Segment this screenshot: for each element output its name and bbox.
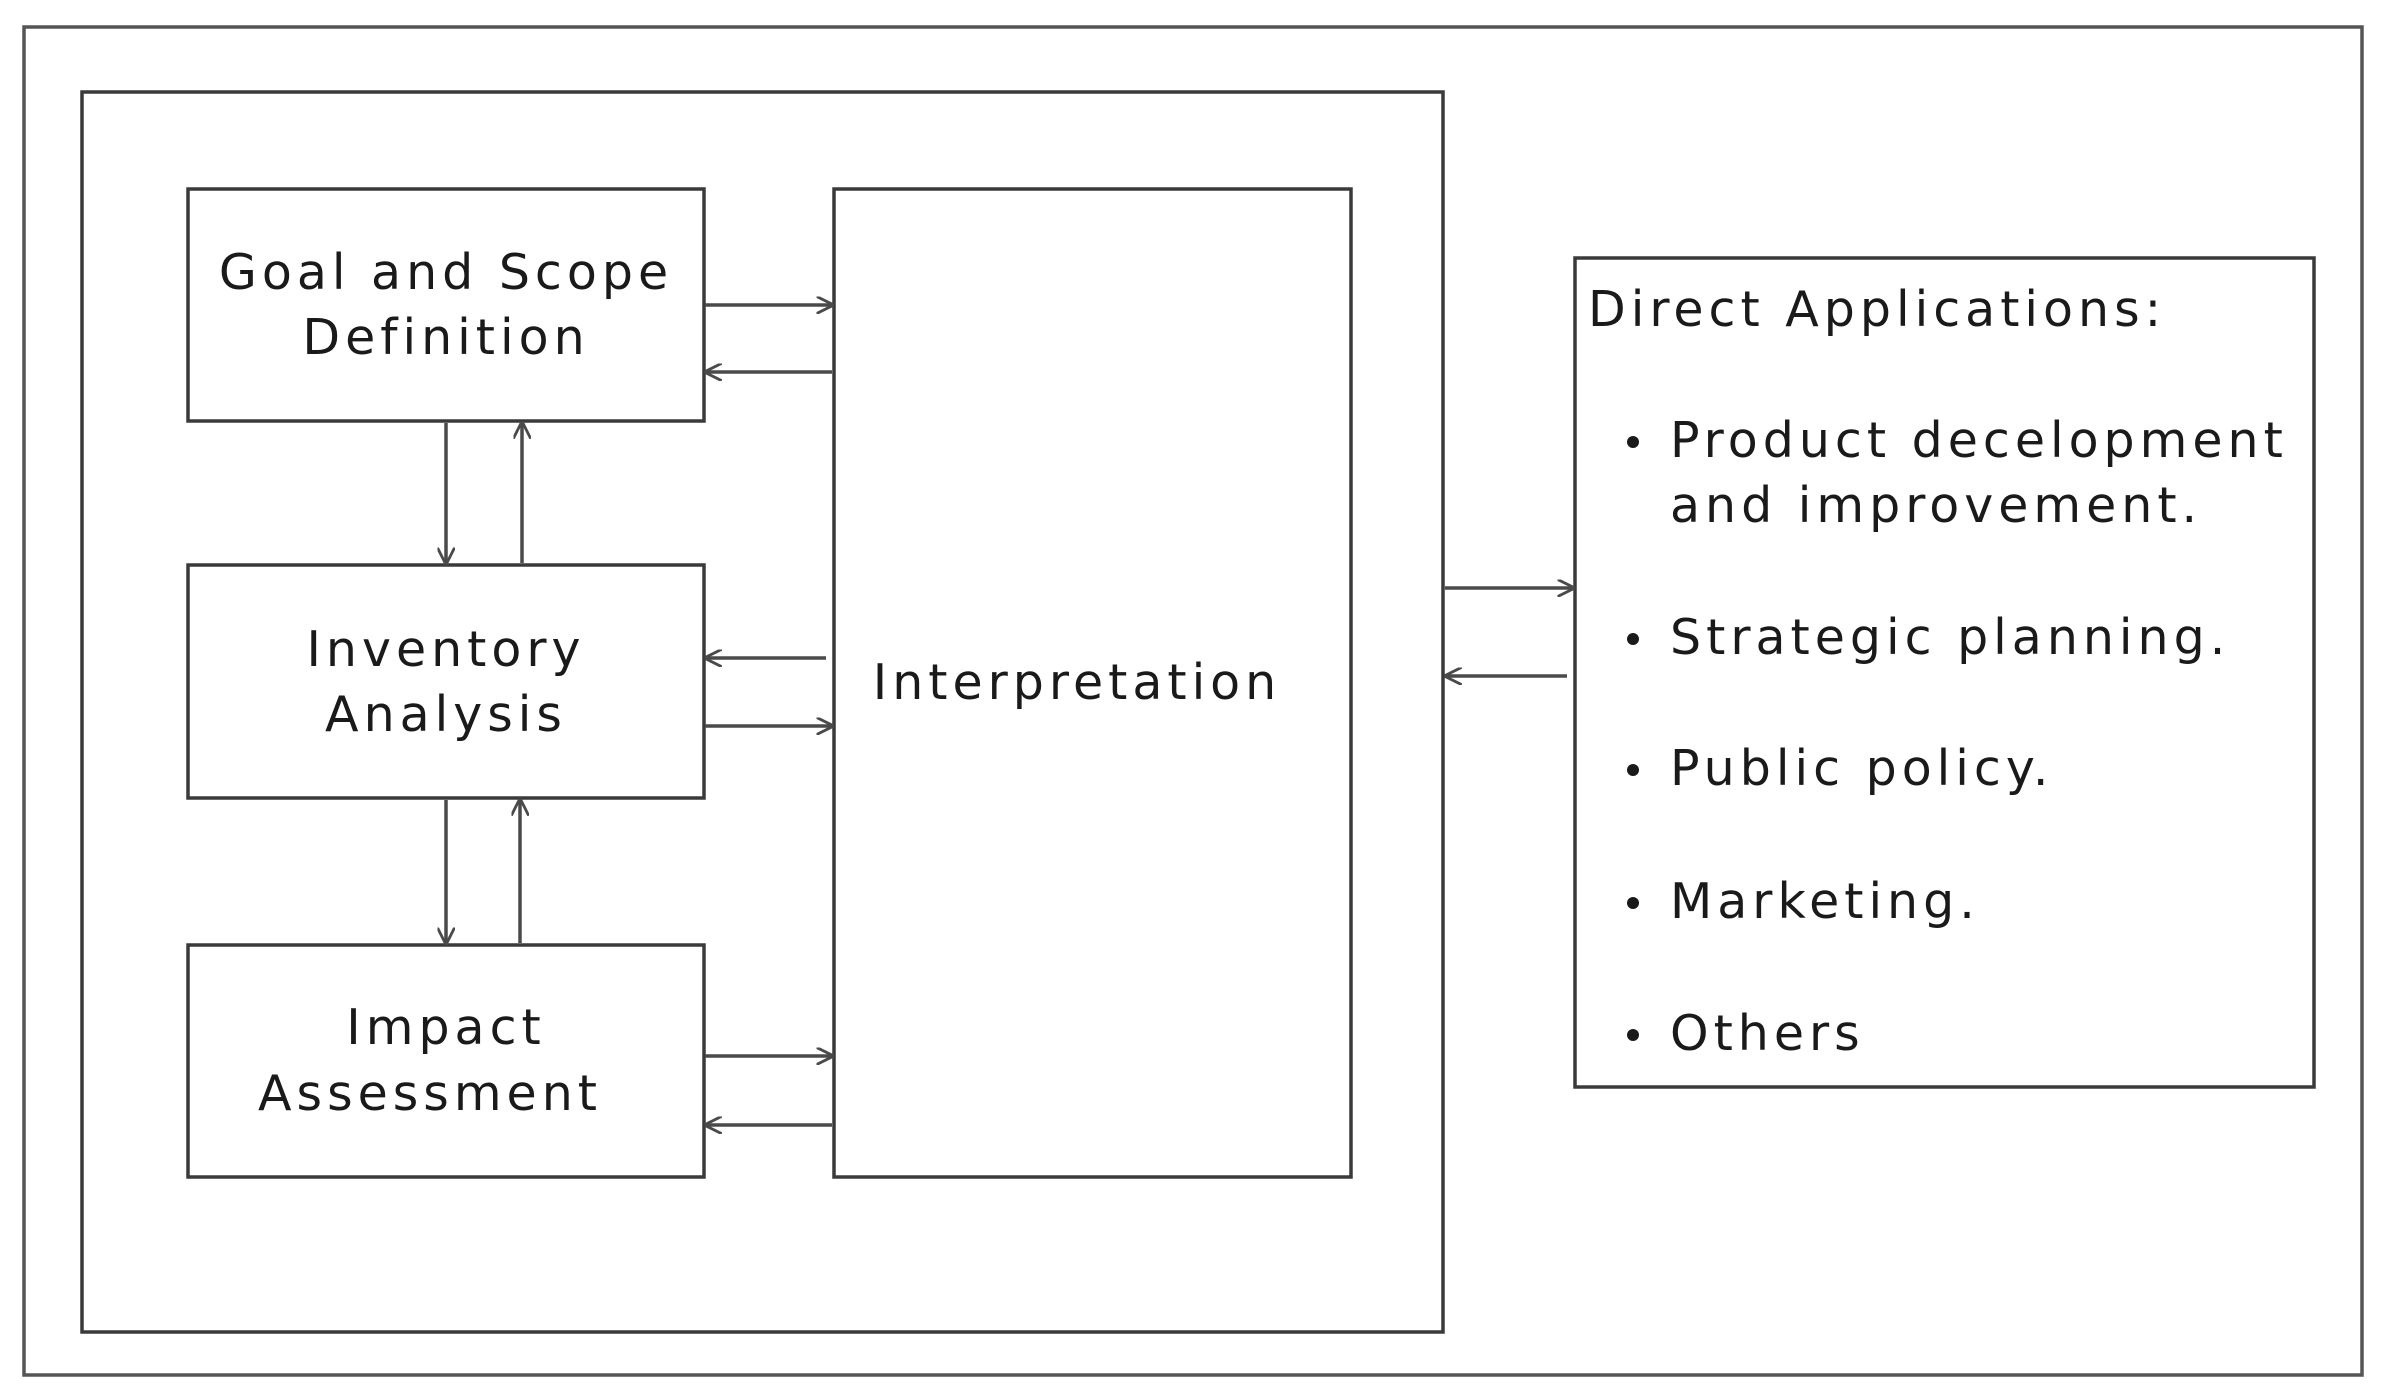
application-item-line1: Product decelopment <box>1670 412 2288 469</box>
bullet-icon <box>1627 633 1639 645</box>
application-item-line1: Marketing. <box>1670 873 1980 930</box>
bullet-icon <box>1627 436 1639 448</box>
impact-assessment-label-line2: Assessment <box>258 1065 602 1122</box>
application-item-line2: and improvement. <box>1670 477 2202 534</box>
inventory-analysis-label-line1: Inventory <box>306 621 585 678</box>
impact-assessment-box <box>186 943 706 1179</box>
applications-heading: Direct Applications: <box>1588 281 2166 338</box>
application-item-line1: Public policy. <box>1670 740 2053 797</box>
outer-frame <box>22 25 2364 1377</box>
goal-scope-box <box>186 187 706 423</box>
impact-assessment-label-line1: Impact <box>346 999 545 1056</box>
application-item: Product decelopment and improvement. <box>1627 412 2288 534</box>
bullet-icon <box>1627 897 1639 909</box>
application-item: Marketing. <box>1627 873 1980 930</box>
application-item-line1: Strategic planning. <box>1670 609 2230 666</box>
bullet-icon <box>1627 764 1639 776</box>
goal-scope-label-line1: Goal and Scope <box>219 244 673 301</box>
interpretation-label: Interpretation <box>873 654 1281 711</box>
interpretation-box <box>832 187 1353 1179</box>
application-item: Others <box>1627 1005 1865 1062</box>
application-item: Public policy. <box>1627 740 2053 797</box>
application-item: Strategic planning. <box>1627 609 2230 666</box>
inventory-analysis-label-line2: Analysis <box>325 686 567 743</box>
bullet-icon <box>1627 1029 1639 1041</box>
goal-scope-label-line2: Definition <box>302 309 589 366</box>
inventory-analysis-box <box>186 563 706 800</box>
direct-applications-box <box>1573 256 2316 1089</box>
application-item-line1: Others <box>1670 1005 1865 1062</box>
